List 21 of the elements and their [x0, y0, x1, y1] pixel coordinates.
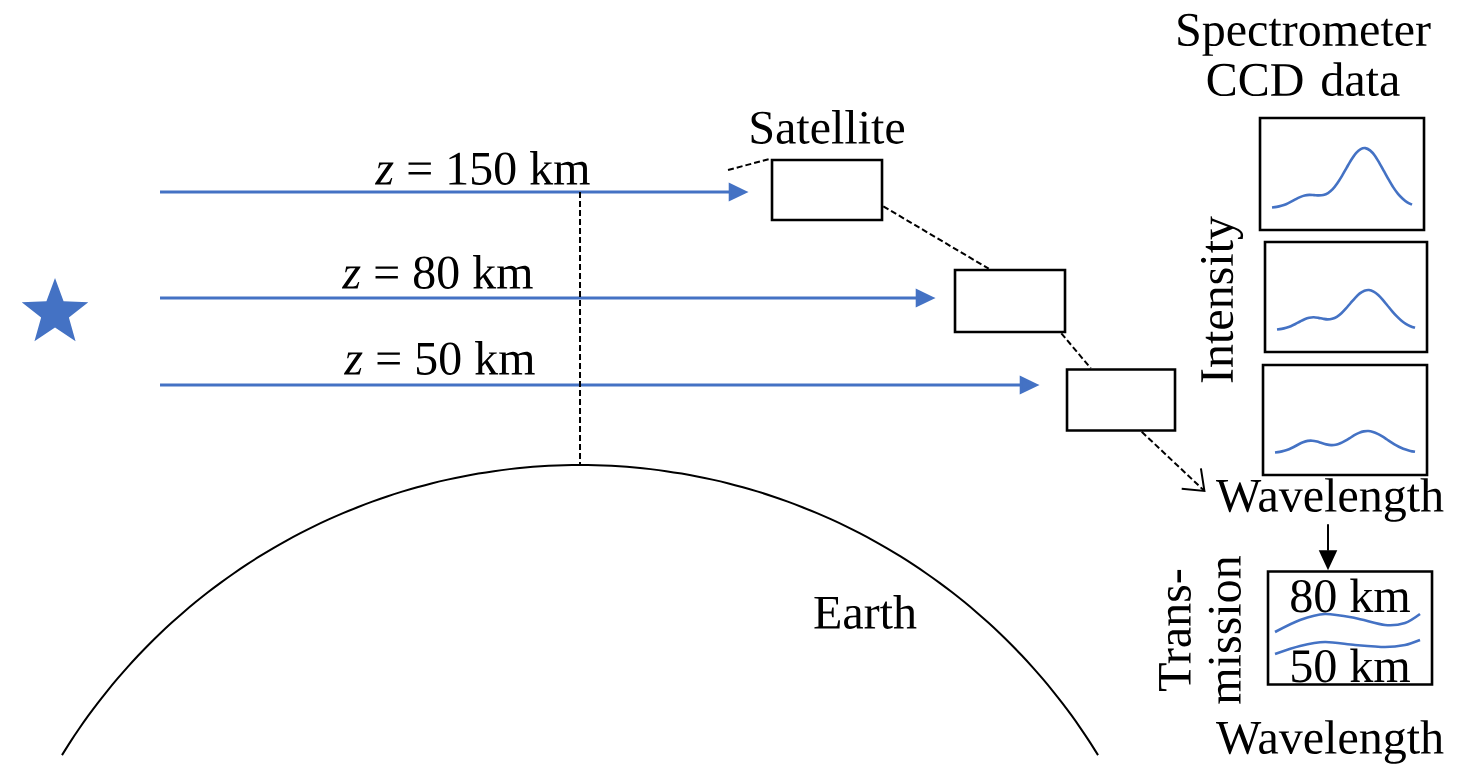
axis-label: Wavelength	[1216, 720, 1444, 764]
satellite-box	[1065, 368, 1177, 432]
axis-label: Trans- mission	[1159, 556, 1241, 704]
spectrum-panel	[1258, 116, 1426, 232]
transmission-panel: 80 km 50 km	[1266, 570, 1434, 686]
edge-label: z = 150 km	[374, 151, 590, 185]
earth-surface: Earth	[61, 464, 1100, 757]
orbit-path	[882, 205, 990, 270]
satellite-box: Satellite	[751, 110, 905, 222]
edge-label: z = 50 km	[343, 341, 535, 375]
star	[21, 278, 89, 342]
node-label: Satellite	[751, 110, 905, 144]
dashed-line	[579, 191, 581, 466]
orbit-path	[727, 157, 772, 171]
orbit-path	[1140, 430, 1206, 492]
edge-label: z = 80 km	[341, 255, 533, 289]
spectrum-panel	[1261, 363, 1429, 477]
axis-label: Wavelength	[1216, 478, 1444, 522]
spectrum-panel	[1263, 240, 1429, 354]
satellite-box	[953, 268, 1067, 334]
axis-label: Intensity	[1200, 216, 1244, 383]
